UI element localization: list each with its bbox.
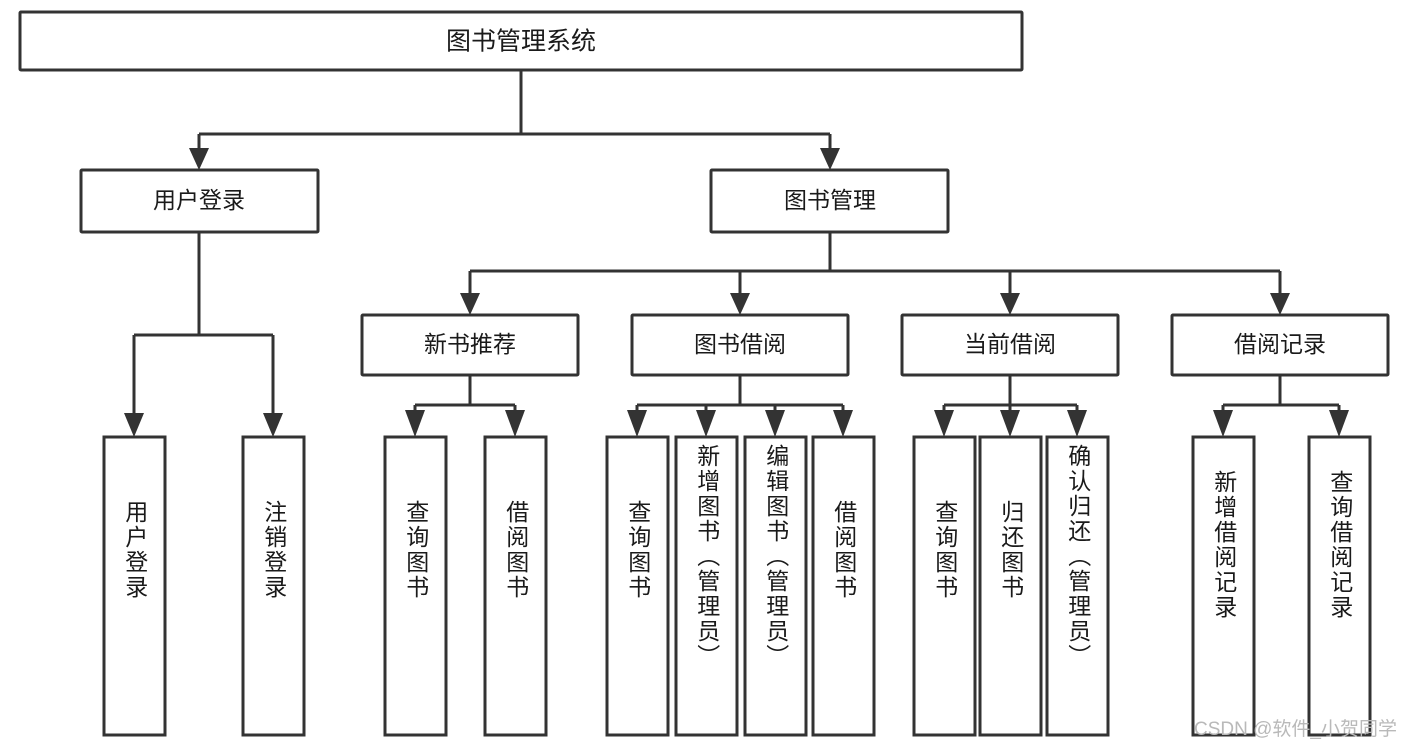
arrow-leaf-add-record	[1213, 410, 1233, 437]
node-borrow-record[interactable]: 借阅记录	[1170, 313, 1390, 377]
node-user-login-label: 用户登录	[153, 187, 245, 213]
leaf-box-add-book[interactable]	[674, 435, 739, 737]
leaf-box-confirm-return[interactable]	[1045, 435, 1110, 737]
arrow-leaf-edit-book	[765, 410, 785, 437]
node-new-book-recommend[interactable]: 新书推荐	[360, 313, 580, 377]
arrow-book-management	[820, 148, 840, 170]
arrow-user-login	[189, 148, 209, 170]
node-new-book-recommend-label: 新书推荐	[424, 331, 516, 357]
arrow-new-book-recommend	[460, 293, 480, 315]
leaf-box-return-book[interactable]	[978, 435, 1043, 737]
node-book-borrow-label: 图书借阅	[694, 331, 786, 357]
arrow-book-borrow	[730, 293, 750, 315]
leaf-box-query-book-3[interactable]	[912, 435, 977, 737]
node-current-borrow-label: 当前借阅	[964, 331, 1056, 357]
arrow-leaf-query-record	[1329, 410, 1349, 437]
node-borrow-record-label: 借阅记录	[1234, 331, 1326, 357]
node-root[interactable]: 图书管理系统	[18, 10, 1024, 72]
arrow-leaf-query-book-1	[405, 410, 425, 437]
node-root-label: 图书管理系统	[446, 28, 596, 56]
arrow-leaf-confirm-return	[1067, 410, 1087, 437]
leaf-box-add-record[interactable]	[1191, 435, 1256, 737]
leaf-box-query-record[interactable]	[1307, 435, 1372, 737]
node-book-management[interactable]: 图书管理	[709, 168, 950, 234]
arrow-current-borrow	[1000, 293, 1020, 315]
leaf-box-borrow-book-1[interactable]	[483, 435, 548, 737]
leaf-box-user-logout[interactable]	[241, 435, 306, 737]
node-book-borrow[interactable]: 图书借阅	[630, 313, 850, 377]
arrow-leaf-return-book	[1000, 410, 1020, 437]
arrow-borrow-record	[1270, 293, 1290, 315]
node-current-borrow[interactable]: 当前借阅	[900, 313, 1120, 377]
watermark: CSDN @软件_小贺同学	[1194, 719, 1397, 740]
connector-group	[124, 70, 1349, 437]
arrow-leaf-borrow-book-2	[833, 410, 853, 437]
arrow-leaf-borrow-book-1	[505, 410, 525, 437]
leaf-box-user-login[interactable]	[102, 435, 167, 737]
leaf-box-query-book-1[interactable]	[383, 435, 448, 737]
leaf-box-borrow-book-2[interactable]	[811, 435, 876, 737]
arrow-leaf-query-book-3	[934, 410, 954, 437]
leaf-box-query-book-2[interactable]	[605, 435, 670, 737]
arrow-leaf-user-logout	[263, 413, 283, 437]
node-user-login[interactable]: 用户登录	[79, 168, 320, 234]
leaf-box-group	[102, 435, 1372, 737]
leaf-box-edit-book[interactable]	[743, 435, 808, 737]
node-book-management-label: 图书管理	[784, 187, 876, 213]
arrow-leaf-add-book	[696, 410, 716, 437]
arrow-leaf-user-login	[124, 413, 144, 437]
arrow-leaf-query-book-2	[627, 410, 647, 437]
